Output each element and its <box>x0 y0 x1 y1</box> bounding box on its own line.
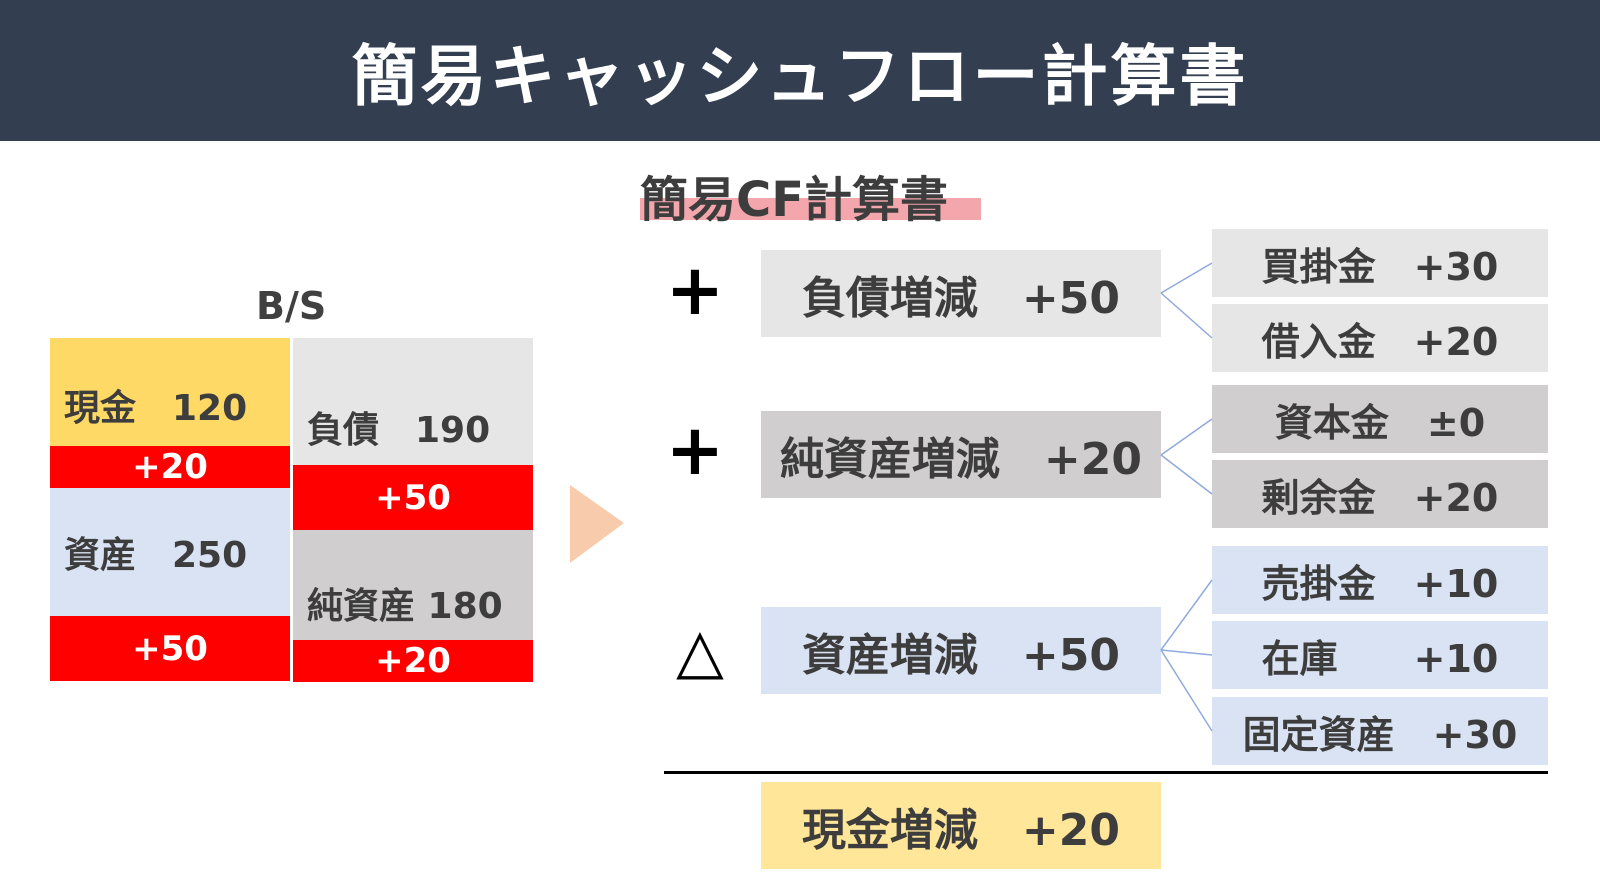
connector-line <box>1160 649 1213 656</box>
operator-triangle: △ <box>676 613 724 687</box>
cf-item-inventory: 在庫 +10 <box>1212 621 1548 689</box>
cf-item-retained-earnings: 剰余金 +20 <box>1212 460 1548 528</box>
bs-assets-delta: +50 <box>50 616 290 681</box>
bs-cash-delta: +20 <box>50 446 290 488</box>
connector-line <box>1160 579 1213 651</box>
cf-liabilities-change: 負債増減 +50 <box>761 250 1161 337</box>
sum-divider <box>664 771 1548 774</box>
connector-line <box>1160 454 1213 495</box>
cf-item-accounts-payable: 買掛金 +30 <box>1212 229 1548 297</box>
bs-cash: 現金 120 <box>50 338 290 446</box>
connector-line <box>1160 649 1213 732</box>
connector-line <box>1160 262 1213 294</box>
page-title: 簡易キャッシュフロー計算書 <box>351 37 1249 115</box>
bs-liabilities-delta: +50 <box>293 465 533 530</box>
bs-title: B/S <box>256 284 327 328</box>
bs-net-assets-delta: +20 <box>293 640 533 682</box>
bs-net-assets: 純資産 180 <box>293 530 533 640</box>
connector-line <box>1160 418 1213 456</box>
cf-item-receivables: 売掛金 +10 <box>1212 546 1548 614</box>
cf-item-fixed-assets: 固定資産 +30 <box>1212 697 1548 765</box>
cf-net-assets-change: 純資産増減 +20 <box>761 411 1161 498</box>
arrow-right-icon <box>570 485 624 563</box>
cf-title: 簡易CF計算書 <box>640 172 949 228</box>
cf-item-capital: 資本金 ±0 <box>1212 385 1548 453</box>
cf-item-borrowings: 借入金 +20 <box>1212 304 1548 372</box>
operator-plus-1: + <box>665 249 725 331</box>
header-banner: 簡易キャッシュフロー計算書 <box>0 0 1600 141</box>
connector-line <box>1160 292 1213 339</box>
cf-title-highlight <box>640 198 981 220</box>
operator-plus-2: + <box>665 409 725 491</box>
cf-assets-change: 資産増減 +50 <box>761 607 1161 694</box>
bs-assets: 資産 250 <box>50 488 290 616</box>
cf-cash-change-total: 現金増減 +20 <box>761 782 1161 869</box>
bs-liabilities: 負債 190 <box>293 338 533 465</box>
